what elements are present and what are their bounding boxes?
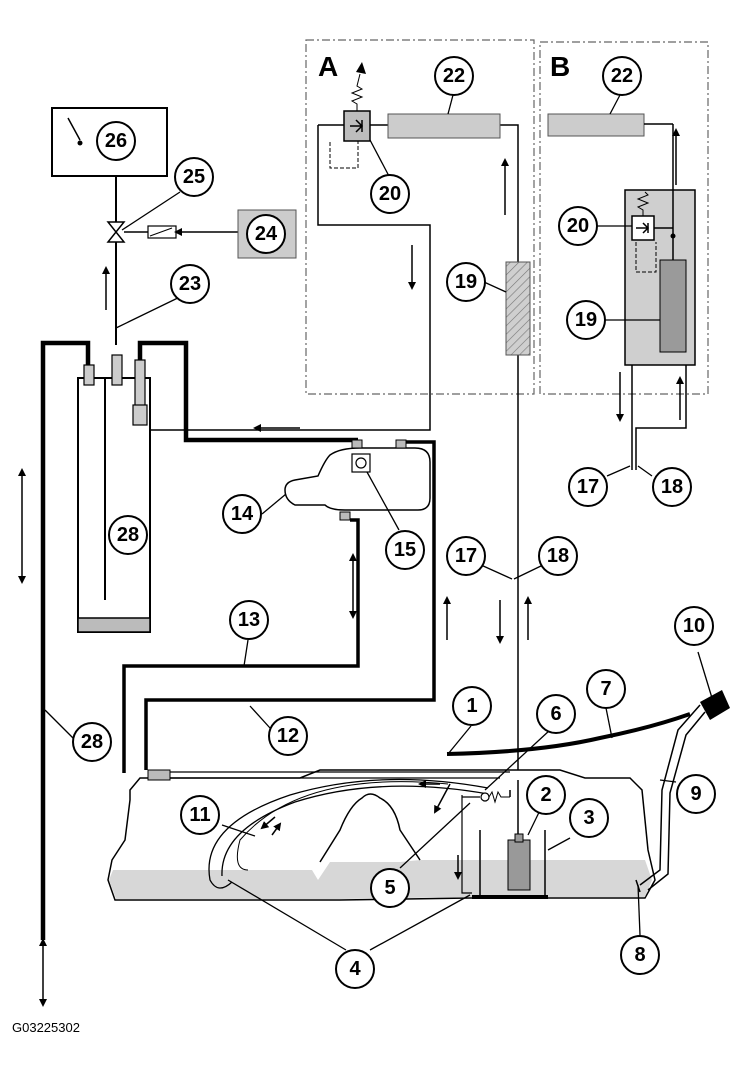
callout-25-label: 25 xyxy=(183,166,205,188)
fuel-rail-a xyxy=(387,113,501,139)
callout-15: 15 xyxy=(385,530,425,570)
callout-22-b-label: 22 xyxy=(611,65,633,87)
figure-id: G03225302 xyxy=(12,1020,80,1035)
callout-8: 8 xyxy=(620,935,660,975)
callout-28-pipe-label: 28 xyxy=(81,731,103,753)
callout-20-a: 20 xyxy=(370,174,410,214)
callout-11: 11 xyxy=(180,795,220,835)
callout-15-label: 15 xyxy=(394,539,416,561)
callout-5-label: 5 xyxy=(384,877,395,899)
callout-19-b-label: 19 xyxy=(575,309,597,331)
callout-17-b: 17 xyxy=(568,467,608,507)
section-label-a: A xyxy=(318,51,338,82)
callout-3: 3 xyxy=(569,798,609,838)
callout-24-label: 24 xyxy=(255,223,278,245)
fuel-pump xyxy=(507,839,531,891)
callout-7-label: 7 xyxy=(600,678,611,700)
callout-9: 9 xyxy=(676,774,716,814)
callout-4: 4 xyxy=(335,949,375,989)
filler-cap xyxy=(700,690,730,720)
callout-26-label: 26 xyxy=(105,130,127,152)
fuel-rail-b xyxy=(547,113,645,137)
callout-11-label: 11 xyxy=(189,804,210,826)
callout-18-main: 18 xyxy=(538,536,578,576)
section-label-b: B xyxy=(550,51,570,82)
detail-box-b xyxy=(539,41,709,395)
callout-14-label: 14 xyxy=(231,503,254,525)
callout-12-label: 12 xyxy=(277,725,299,747)
callout-17-b-label: 17 xyxy=(577,476,599,498)
callout-12: 12 xyxy=(268,716,308,756)
fuel-filter-b xyxy=(659,259,687,353)
callout-17-main: 17 xyxy=(446,536,486,576)
callout-19-a: 19 xyxy=(446,262,486,302)
callout-13: 13 xyxy=(229,600,269,640)
callout-24: 24 xyxy=(246,214,286,254)
callout-22-a-label: 22 xyxy=(443,65,465,87)
callout-20-a-label: 20 xyxy=(379,183,401,205)
callout-19-b: 19 xyxy=(566,300,606,340)
callout-2-label: 2 xyxy=(540,784,551,806)
callout-20-b-label: 20 xyxy=(567,215,589,237)
callout-5: 5 xyxy=(370,868,410,908)
callout-28-pipe: 28 xyxy=(72,722,112,762)
callout-20-b: 20 xyxy=(558,206,598,246)
callout-6: 6 xyxy=(536,694,576,734)
callout-1-label: 1 xyxy=(466,695,477,717)
shutoff-valve xyxy=(106,221,126,243)
detail-a-components xyxy=(120,62,531,780)
callout-22-a: 22 xyxy=(434,56,474,96)
vapour-separator-system xyxy=(122,439,532,773)
fuel-tank xyxy=(107,690,730,901)
callout-8-label: 8 xyxy=(634,944,645,966)
callout-26: 26 xyxy=(96,121,136,161)
callout-19-a-label: 19 xyxy=(455,271,477,293)
callout-2: 2 xyxy=(526,775,566,815)
callout-23-label: 23 xyxy=(179,273,201,295)
callout-3-label: 3 xyxy=(583,807,594,829)
callout-4-label: 4 xyxy=(349,958,361,980)
callout-14: 14 xyxy=(222,494,262,534)
callout-18-b: 18 xyxy=(652,467,692,507)
fuel-filter-a xyxy=(505,261,531,356)
callout-22-b: 22 xyxy=(602,56,642,96)
callout-28-canister-label: 28 xyxy=(117,524,139,546)
callout-13-label: 13 xyxy=(238,609,260,631)
detail-box-a xyxy=(305,39,535,395)
callout-10: 10 xyxy=(674,606,714,646)
callout-9-label: 9 xyxy=(690,783,701,805)
callout-17-main-label: 17 xyxy=(455,545,477,567)
callout-28-canister: 28 xyxy=(108,515,148,555)
callout-25: 25 xyxy=(174,157,214,197)
callout-10-label: 10 xyxy=(683,615,705,637)
callout-7: 7 xyxy=(586,669,626,709)
vapour-separator xyxy=(284,447,431,511)
callout-18-b-label: 18 xyxy=(661,476,683,498)
callout-1: 1 xyxy=(452,686,492,726)
detail-b-components xyxy=(547,113,696,470)
leader-lines xyxy=(44,94,713,951)
callout-6-label: 6 xyxy=(550,703,561,725)
callout-18-main-label: 18 xyxy=(547,545,569,567)
callout-23: 23 xyxy=(170,264,210,304)
